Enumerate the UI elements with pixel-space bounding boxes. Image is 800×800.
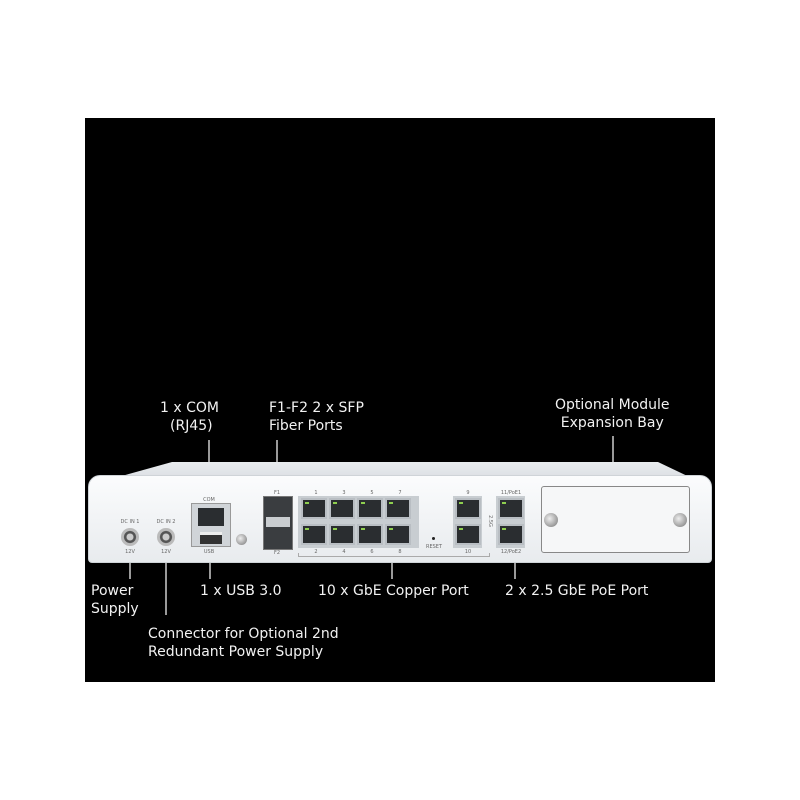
port-label: 4: [342, 549, 346, 555]
dc-in-2-connector[interactable]: [157, 528, 175, 546]
label: F1-F2 2 x SFP: [269, 400, 364, 416]
f1-label: F1: [273, 490, 281, 496]
label: (RJ45): [170, 418, 213, 434]
ethernet-port-4[interactable]: [329, 524, 355, 545]
port-label: 5: [370, 490, 374, 496]
label: Redundant Power Supply: [148, 644, 324, 660]
poe-port-11[interactable]: [498, 498, 524, 519]
leader-line: [129, 563, 131, 579]
ground-screw-icon: [236, 534, 247, 545]
label: 1 x COM: [160, 400, 219, 416]
port-label: 1: [314, 490, 318, 496]
dc2-voltage: 12V: [161, 549, 171, 555]
f2-label: F2: [273, 550, 281, 556]
ethernet-port-3[interactable]: [329, 498, 355, 519]
poe1-label: 11/PoE1: [500, 490, 522, 496]
ethernet-port-5[interactable]: [357, 498, 383, 519]
port-label: 10: [464, 549, 472, 555]
com-callout: 1 x COM (RJ45): [160, 399, 219, 435]
speed-label: 2.5G: [487, 515, 493, 527]
dc-in-1-connector[interactable]: [121, 528, 139, 546]
screw-icon: [544, 513, 558, 527]
copper-callout: 10 x GbE Copper Port: [318, 583, 469, 599]
leader-line: [391, 555, 393, 579]
reset-label: RESET: [425, 544, 443, 550]
port-label: 6: [370, 549, 374, 555]
ethernet-port-1[interactable]: [301, 498, 327, 519]
dc2-label: DC IN 2: [156, 519, 176, 525]
dc1-voltage: 12V: [125, 549, 135, 555]
reset-button[interactable]: [432, 537, 435, 540]
usb-callout: 1 x USB 3.0: [200, 583, 282, 599]
ethernet-port-6[interactable]: [357, 524, 383, 545]
usb-port[interactable]: [200, 532, 222, 544]
label: Supply: [91, 601, 139, 617]
poe-callout: 2 x 2.5 GbE PoE Port: [505, 583, 649, 599]
usb-label: USB: [203, 549, 215, 555]
ethernet-port-10[interactable]: [455, 524, 481, 545]
sfp-callout: F1-F2 2 x SFP Fiber Ports: [269, 399, 364, 435]
sfp-latch: [266, 517, 290, 527]
port-label: 3: [342, 490, 346, 496]
poe2-label: 12/PoE2: [500, 549, 522, 555]
ethernet-port-2[interactable]: [301, 524, 327, 545]
background-panel: [85, 118, 715, 682]
leader-line: [612, 436, 614, 481]
copper-bracket: [298, 553, 490, 557]
label: Expansion Bay: [560, 415, 664, 431]
port-label: 7: [398, 490, 402, 496]
label: Fiber Ports: [269, 418, 343, 434]
ethernet-port-9[interactable]: [455, 498, 481, 519]
sfp-cage: [263, 496, 293, 550]
module-expansion-bay[interactable]: [541, 486, 690, 553]
screw-icon: [673, 513, 687, 527]
label: Power: [91, 583, 134, 599]
port-label: 8: [398, 549, 402, 555]
leader-line: [165, 563, 167, 615]
leader-line: [514, 563, 516, 579]
com-label: COM: [203, 497, 215, 503]
port-label: 2: [314, 549, 318, 555]
poe-port-12[interactable]: [498, 524, 524, 545]
dc1-label: DC IN 1: [120, 519, 140, 525]
ethernet-port-8[interactable]: [385, 524, 411, 545]
leader-line: [209, 563, 211, 579]
label: Connector for Optional 2nd: [148, 626, 339, 642]
label: Optional Module: [555, 397, 670, 413]
ethernet-port-7[interactable]: [385, 498, 411, 519]
port-label: 9: [466, 490, 470, 496]
com-port[interactable]: [198, 508, 224, 526]
com-usb-block: [191, 503, 231, 547]
